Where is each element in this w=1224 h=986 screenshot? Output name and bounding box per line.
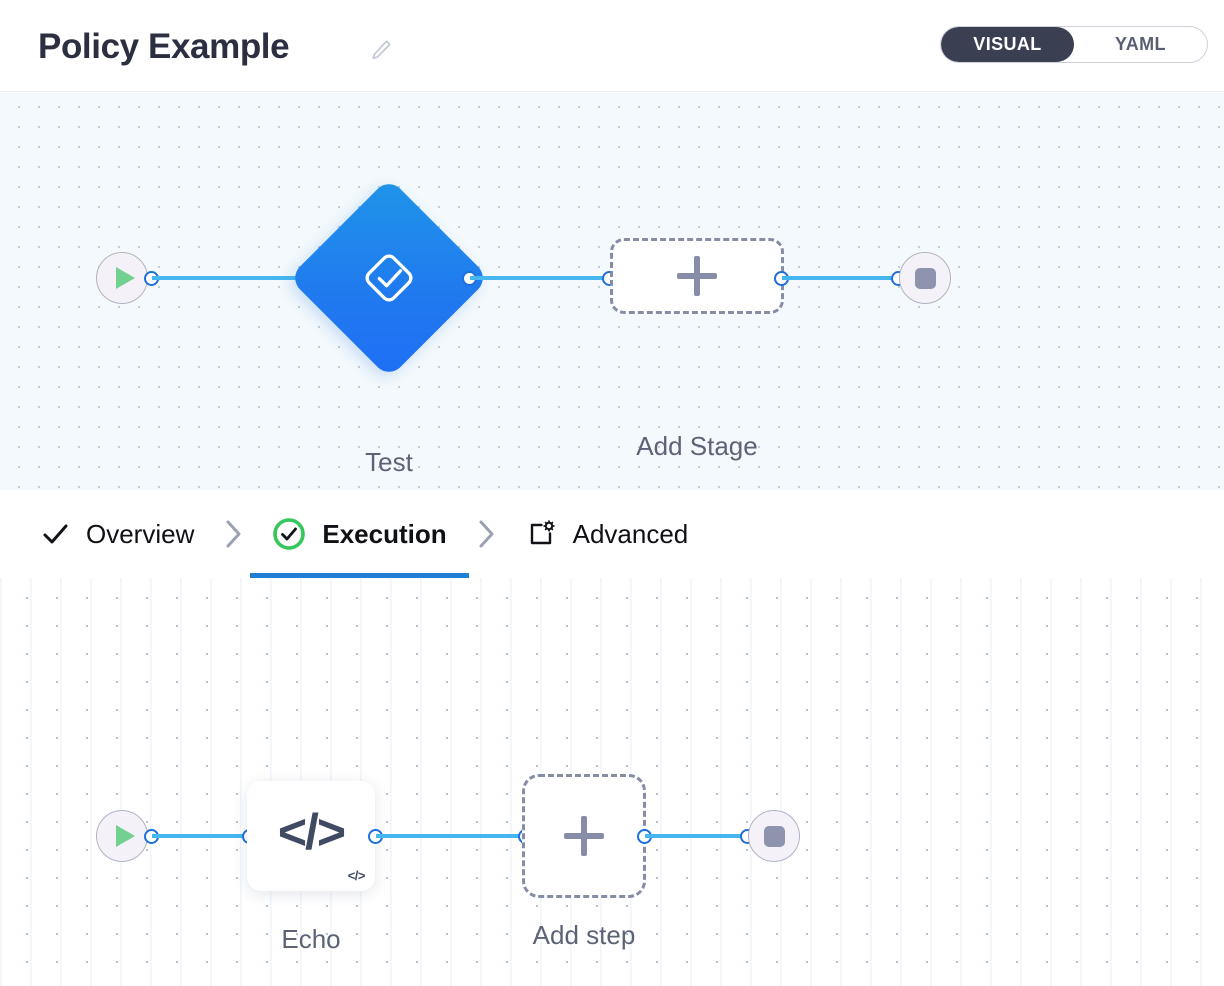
- step-canvas[interactable]: </> </> Echo Add step: [0, 578, 1224, 986]
- step-node-echo-label: Echo: [281, 924, 341, 954]
- stage-detail-tabs[interactable]: Overview Execution: [0, 490, 1224, 578]
- start-node-circle: [96, 810, 148, 862]
- add-step-button[interactable]: [522, 774, 646, 898]
- tab-execution[interactable]: Execution: [250, 490, 469, 578]
- stop-icon: [914, 267, 936, 289]
- tab-separator-1: [216, 517, 250, 551]
- code-badge-icon: </>: [347, 868, 366, 883]
- step-edge-start-echo: [152, 834, 250, 838]
- stage-edge-test-add: [470, 276, 615, 280]
- stage-edge-add-end: [782, 276, 897, 280]
- square-gear-icon: [525, 518, 557, 550]
- play-icon: [115, 267, 135, 289]
- add-stage-label: Add Stage: [636, 431, 758, 461]
- tab-overview-label: Overview: [86, 518, 195, 549]
- page-title: Policy Example: [38, 27, 290, 66]
- plus-icon: [677, 256, 717, 296]
- stage-start-node[interactable]: [96, 252, 148, 304]
- chevron-right-icon: [479, 520, 494, 548]
- start-node-circle: [96, 252, 148, 304]
- stage-edge-start-test: [152, 276, 310, 280]
- step-edge-add-end: [645, 834, 746, 838]
- stage-canvas[interactable]: Test Add Stage: [0, 93, 1224, 490]
- stage-end-node[interactable]: [899, 252, 951, 304]
- tab-execution-label: Execution: [322, 518, 447, 549]
- tab-overview[interactable]: Overview: [0, 490, 216, 578]
- stage-node-test[interactable]: [288, 177, 490, 379]
- step-end-node[interactable]: [748, 810, 800, 862]
- check-circle-icon: [272, 517, 306, 551]
- play-icon: [115, 825, 135, 847]
- toggle-option-yaml[interactable]: YAML: [1115, 34, 1166, 54]
- code-icon: </>: [277, 804, 346, 860]
- page-header: Policy Example VISUAL YAML: [0, 0, 1224, 92]
- toggle-option-visual[interactable]: VISUAL: [941, 27, 1074, 62]
- tab-advanced-label: Advanced: [572, 518, 689, 549]
- end-node-circle: [899, 252, 951, 304]
- step-node-echo[interactable]: </> </>: [247, 781, 375, 891]
- stage-node-test-label: Test: [365, 447, 413, 477]
- plus-icon: [564, 816, 604, 856]
- tab-advanced[interactable]: Advanced: [503, 490, 711, 578]
- end-node-circle: [748, 810, 800, 862]
- step-start-node[interactable]: [96, 810, 148, 862]
- chevron-right-icon: [226, 520, 241, 548]
- add-stage-button[interactable]: [610, 238, 784, 314]
- pencil-icon[interactable]: [368, 37, 394, 63]
- tab-active-indicator: [250, 573, 469, 578]
- stop-icon: [763, 825, 785, 847]
- view-mode-toggle[interactable]: VISUAL YAML: [940, 26, 1208, 63]
- check-diamond-icon: [365, 254, 413, 302]
- tab-separator-2: [469, 517, 503, 551]
- step-edge-echo-add: [376, 834, 524, 838]
- check-icon: [40, 519, 70, 549]
- add-step-label: Add step: [532, 920, 636, 950]
